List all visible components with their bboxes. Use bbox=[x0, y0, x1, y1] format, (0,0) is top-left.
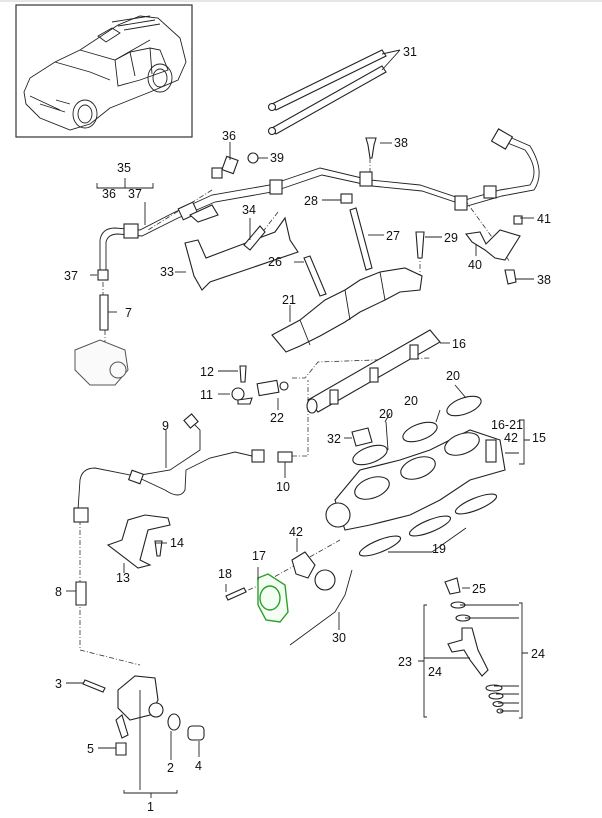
callout-37-sub: 37 bbox=[128, 187, 142, 201]
injector-assembly-23 bbox=[444, 577, 504, 714]
callout-1: 1 bbox=[147, 800, 154, 814]
hose-30 bbox=[289, 569, 353, 646]
callout-2: 2 bbox=[167, 761, 174, 775]
callout-31: 31 bbox=[403, 45, 417, 59]
callout-27: 27 bbox=[386, 229, 400, 243]
top-border-line bbox=[0, 0, 602, 2]
screw-18 bbox=[225, 587, 247, 601]
callout-20-c: 20 bbox=[379, 407, 393, 421]
clip-strips-31 bbox=[267, 49, 387, 136]
callout-30: 30 bbox=[332, 631, 346, 645]
nut-28 bbox=[340, 193, 353, 204]
screw-38-top bbox=[365, 137, 377, 159]
callout-42-group: 42 bbox=[504, 431, 518, 445]
callout-25: 25 bbox=[472, 582, 486, 596]
callout-19: 19 bbox=[432, 542, 446, 556]
callout-13: 13 bbox=[116, 571, 130, 585]
car-illustration bbox=[23, 15, 187, 131]
callout-12: 12 bbox=[200, 365, 214, 379]
callout-labels: 31 36 39 38 35 36 37 37 7 33 34 26 28 27… bbox=[55, 45, 551, 814]
callout-38-top: 38 bbox=[394, 136, 408, 150]
fuel-line-9 bbox=[73, 413, 253, 523]
bracket-40 bbox=[465, 215, 523, 285]
callout-15: 15 bbox=[532, 431, 546, 445]
callout-16-21: 16-21 bbox=[491, 418, 523, 432]
callout-16: 16 bbox=[452, 337, 466, 351]
screw-3 bbox=[82, 679, 106, 693]
callout-41: 41 bbox=[537, 212, 551, 226]
callout-23: 23 bbox=[398, 655, 412, 669]
gaskets-19 bbox=[358, 493, 498, 557]
callout-37: 37 bbox=[64, 269, 78, 283]
pump-faded bbox=[74, 339, 129, 386]
callout-21: 21 bbox=[282, 293, 296, 307]
callout-7: 7 bbox=[125, 306, 132, 320]
assembly-lines bbox=[79, 148, 511, 666]
fitting-10 bbox=[251, 449, 293, 463]
gaskets-20 bbox=[351, 395, 482, 466]
callout-28: 28 bbox=[304, 194, 318, 208]
cap-4 bbox=[187, 725, 205, 741]
callout-22: 22 bbox=[270, 411, 284, 425]
callout-14: 14 bbox=[170, 536, 184, 550]
callout-38: 38 bbox=[537, 273, 551, 287]
callout-29: 29 bbox=[444, 231, 458, 245]
fuel-rail-16 bbox=[306, 329, 441, 414]
callout-42: 42 bbox=[289, 525, 303, 539]
fitting-5 bbox=[115, 742, 127, 756]
high-pressure-pump-1 bbox=[115, 675, 164, 739]
fitting-7 bbox=[99, 294, 109, 331]
fitting-8 bbox=[75, 581, 87, 606]
screw-29 bbox=[415, 231, 425, 259]
sensor-36 bbox=[211, 152, 259, 179]
callout-24: 24 bbox=[531, 647, 545, 661]
callout-4: 4 bbox=[195, 759, 202, 773]
fuel-line-assembly bbox=[99, 128, 540, 270]
bracket-33 bbox=[184, 216, 299, 291]
vehicle-overview bbox=[15, 4, 193, 138]
callout-20-b: 20 bbox=[404, 394, 418, 408]
callout-11: 11 bbox=[200, 388, 213, 402]
o-ring-2 bbox=[167, 713, 181, 731]
callout-17: 17 bbox=[252, 549, 266, 563]
callout-24-inner: 24 bbox=[428, 665, 442, 679]
callout-39: 39 bbox=[270, 151, 284, 165]
callout-10: 10 bbox=[276, 480, 290, 494]
sensor-42 bbox=[291, 551, 336, 591]
callout-26: 26 bbox=[268, 255, 282, 269]
callout-8: 8 bbox=[55, 585, 62, 599]
clip-37 bbox=[97, 269, 109, 281]
callout-3: 3 bbox=[55, 677, 62, 691]
sensor-22 bbox=[256, 379, 289, 397]
callout-18: 18 bbox=[218, 567, 232, 581]
callout-32: 32 bbox=[327, 432, 341, 446]
fuel-rail-bracket-21 bbox=[271, 267, 423, 353]
intake-manifold bbox=[325, 429, 506, 531]
callout-40: 40 bbox=[468, 258, 482, 272]
callout-5: 5 bbox=[87, 742, 94, 756]
leader-lines bbox=[66, 49, 534, 798]
callout-33: 33 bbox=[160, 265, 174, 279]
callout-9: 9 bbox=[162, 419, 169, 433]
clamp-11 bbox=[231, 387, 253, 405]
callout-34: 34 bbox=[242, 203, 256, 217]
stud-27 bbox=[349, 207, 373, 271]
callout-36: 36 bbox=[222, 129, 236, 143]
callout-36-sub: 36 bbox=[102, 187, 116, 201]
cover-17-highlighted bbox=[257, 573, 289, 623]
callout-20-a: 20 bbox=[446, 369, 460, 383]
screw-12 bbox=[239, 365, 247, 383]
screw-26 bbox=[303, 255, 327, 297]
bracket-13 bbox=[106, 514, 171, 569]
callout-35: 35 bbox=[117, 161, 131, 175]
